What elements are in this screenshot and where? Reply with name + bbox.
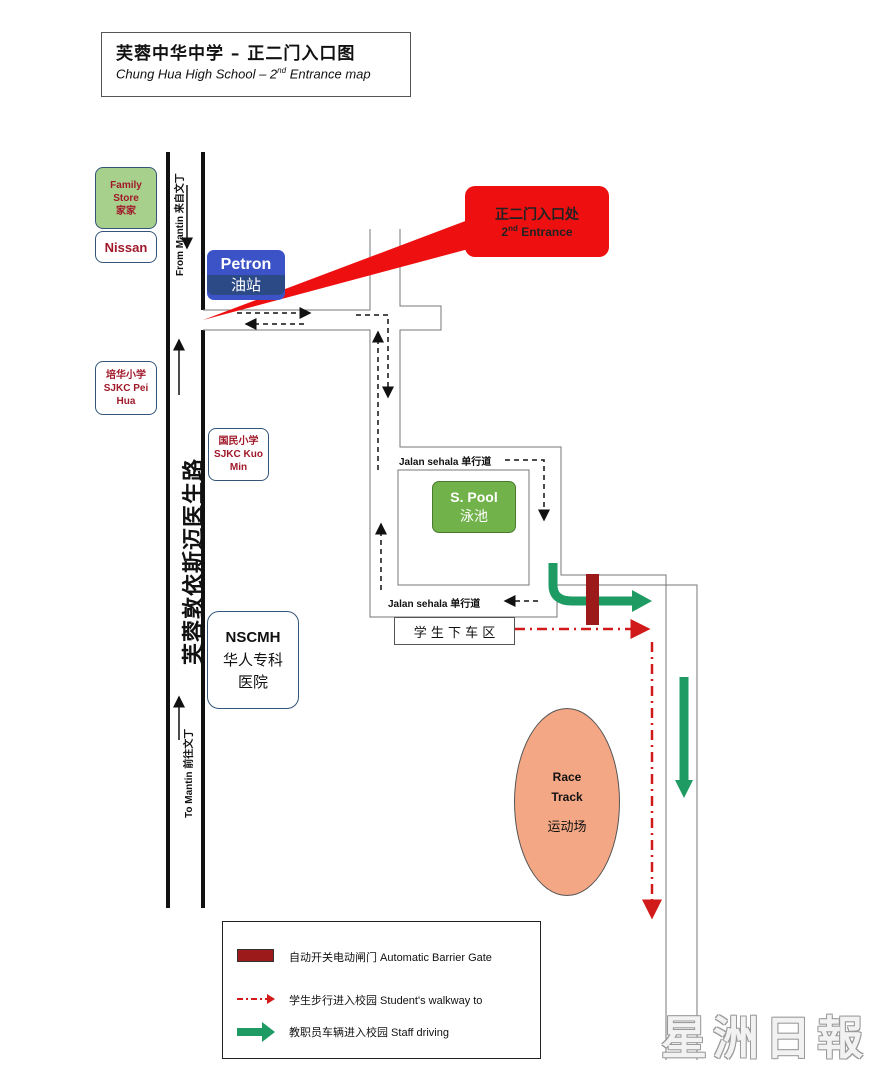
- one-way-label-bottom: Jalan sehala 单行道: [388, 599, 481, 610]
- entrance-label-en: 2nd Entrance: [501, 224, 573, 239]
- staff-arrow-icon: [237, 1022, 275, 1042]
- map-title-en: Chung Hua High School – 2nd Entrance map: [116, 66, 371, 82]
- second-entrance-callout: 正二门入口处 2nd Entrance: [465, 186, 609, 257]
- newspaper-watermark: 星洲日報: [661, 1011, 869, 1065]
- side-road-outline: [203, 229, 698, 1060]
- staff-driving-down-arrowhead: [675, 780, 693, 798]
- swimming-pool-label: S. Pool 泳池: [432, 481, 516, 533]
- entrance-label-cn: 正二门入口处: [495, 207, 579, 223]
- to-mantin-label: To Mantin 前往文丁: [184, 728, 195, 818]
- legend-item-student-walkway: 学生步行进入校园 Student's walkway to: [223, 990, 540, 1010]
- nissan-label: Nissan: [95, 231, 157, 263]
- staff-driving-curve: [548, 563, 636, 606]
- kuo-min-school-label: 国民小学 SJKC Kuo Min: [208, 428, 269, 481]
- staff-driving-arrowhead: [632, 590, 652, 612]
- map-legend: 自动开关电动闸门 Automatic Barrier Gate 学生步行进入校园…: [222, 921, 541, 1059]
- family-store-label: Family Store 家家: [95, 167, 157, 229]
- legend-item-barrier-gate: 自动开关电动闸门 Automatic Barrier Gate: [223, 947, 540, 967]
- barrier-gate-icon: [237, 949, 274, 962]
- legend-item-staff-driving: 教职员车辆进入校园 Staff driving: [223, 1022, 540, 1042]
- petron-station-label: Petron 油站: [207, 250, 285, 300]
- map-title-cn: 芙蓉中华中学 – 正二门入口图: [116, 44, 356, 64]
- from-mantin-label: From Mantin 来自文丁: [175, 173, 186, 276]
- traffic-flow: [237, 307, 550, 607]
- walkway-arrow-icon: [237, 994, 275, 1004]
- nscmh-hospital-label: NSCMH 华人专科 医院: [207, 611, 299, 709]
- barrier-gate: [586, 574, 599, 625]
- race-track: Race Track 运动场: [514, 708, 620, 896]
- one-way-label-top: Jalan sehala 单行道: [399, 457, 492, 468]
- student-drop-off-zone: 学 生 下 车 区: [394, 617, 515, 645]
- pei-hua-school-label: 培华小学 SJKC Pei Hua: [95, 361, 157, 415]
- main-road-name: 芙蓉敦依斯迈医生路: [182, 457, 207, 665]
- map-title-box: 芙蓉中华中学 – 正二门入口图 Chung Hua High School – …: [101, 32, 411, 97]
- student-walkway: [515, 619, 662, 920]
